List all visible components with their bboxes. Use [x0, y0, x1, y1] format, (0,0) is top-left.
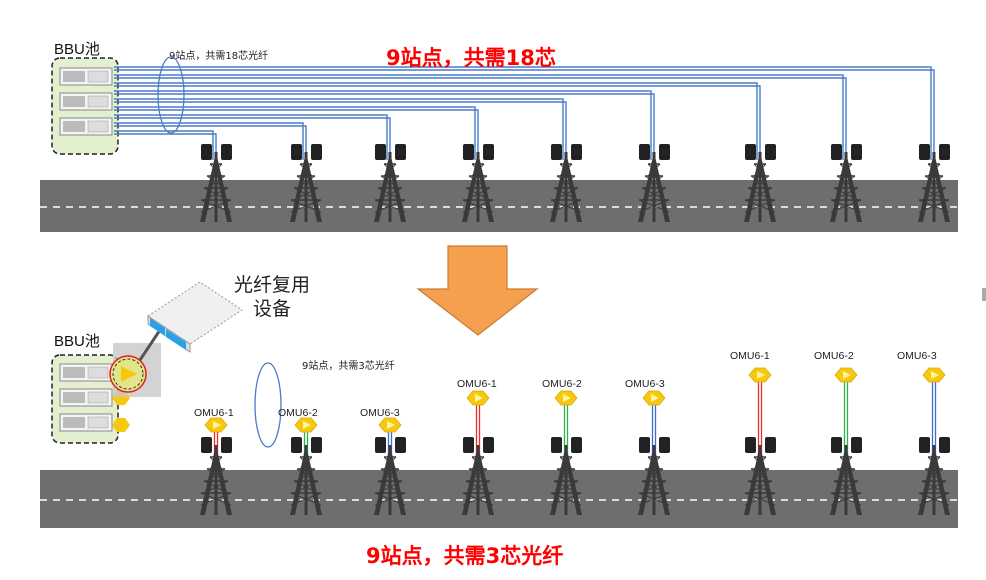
omu-node-icon	[378, 417, 402, 433]
fiber-core-line	[114, 106, 476, 160]
omu-node-icon	[748, 367, 772, 383]
bottom-road	[40, 470, 958, 528]
cell-tower-icon	[918, 437, 950, 515]
cell-tower-icon	[638, 437, 670, 515]
cell-tower-icon	[200, 437, 232, 515]
top-bundle-label: 9站点，共需18芯光纤	[169, 51, 269, 62]
top-bbu-pool-label: BBU池	[54, 41, 100, 58]
fiber-core-line	[114, 133, 217, 160]
cell-tower-icon	[918, 144, 950, 222]
fiber-core-line	[114, 74, 844, 160]
fiber-core-line	[114, 130, 214, 160]
top-road	[40, 180, 958, 232]
omu-node-icon	[554, 390, 578, 406]
omu-label: OMU6-1	[194, 407, 234, 419]
fiber-core-line	[114, 109, 479, 160]
fiber-core-line	[114, 93, 655, 160]
fiber-core-line	[114, 101, 567, 160]
cell-tower-icon	[374, 437, 406, 515]
fiber-mux-device-icon	[147, 281, 243, 353]
fiber-core-line	[114, 114, 388, 160]
bottom-bundle-label: 9站点，共需3芯光纤	[302, 361, 395, 372]
cell-tower-icon	[462, 437, 494, 515]
fiber-core-line	[114, 98, 564, 160]
fiber-core-line	[114, 90, 652, 160]
cell-tower-icon	[374, 144, 406, 222]
bbu-unit-icon	[59, 67, 113, 86]
omu-node-icon	[204, 417, 228, 433]
top-headline: 9站点，共需18芯	[386, 46, 556, 70]
mux-yellow-icon	[121, 366, 137, 382]
omu-node-icon	[294, 417, 318, 433]
omu-label: OMU6-1	[730, 350, 770, 362]
mux-device-label: 光纤复用 设备	[227, 273, 317, 321]
bbu-unit-icon	[59, 117, 113, 136]
fiber-core-line	[114, 82, 758, 160]
fiber-core-line	[114, 85, 761, 160]
cell-tower-icon	[744, 437, 776, 515]
omu-node-icon	[466, 390, 490, 406]
top-diagram-canvas	[40, 56, 958, 232]
omu-label: OMU6-3	[897, 350, 937, 362]
fiber-core-line	[114, 117, 391, 160]
bbu-unit-icon	[59, 413, 113, 432]
bottom-bbu-pool-label: BBU池	[54, 333, 100, 350]
cell-tower-icon	[462, 144, 494, 222]
pool-omu-icon	[112, 418, 130, 432]
omu-label: OMU6-3	[360, 407, 400, 419]
bottom-headline: 9站点，共需3芯光纤	[366, 544, 564, 568]
fiber-core-line	[114, 77, 847, 160]
bottom-bundle-ellipse	[254, 362, 282, 448]
cell-tower-icon	[830, 144, 862, 222]
omu-label: OMU6-3	[625, 378, 665, 390]
cell-tower-icon	[830, 437, 862, 515]
fiber-core-line	[114, 66, 932, 160]
omu-node-icon	[834, 367, 858, 383]
cell-tower-icon	[290, 144, 322, 222]
omu-label: OMU6-1	[457, 378, 497, 390]
fiber-core-line	[114, 122, 304, 160]
omu-node-icon	[922, 367, 946, 383]
omu-label: OMU6-2	[278, 407, 318, 419]
bbu-unit-icon	[59, 363, 113, 382]
mux-device-label-line1: 光纤复用	[233, 274, 310, 296]
top-bundle-ellipse	[157, 56, 185, 134]
fiber-core-line	[114, 69, 935, 160]
cell-tower-icon	[550, 437, 582, 515]
cell-tower-icon	[744, 144, 776, 222]
omu-label: OMU6-2	[542, 378, 582, 390]
mux-device-label-line2: 设备	[252, 298, 291, 320]
bbu-unit-icon	[59, 92, 113, 111]
cell-tower-icon	[550, 144, 582, 222]
cell-tower-icon	[638, 144, 670, 222]
top-scenario: BBU池 9站点，共需18芯光纤 9站点，共需18芯	[0, 0, 986, 240]
omu-node-icon	[642, 390, 666, 406]
cell-tower-icon	[200, 144, 232, 222]
omu-label: OMU6-2	[814, 350, 854, 362]
bbu-unit-icon	[59, 388, 113, 407]
magnifier-handle	[138, 329, 162, 361]
cell-tower-icon	[290, 437, 322, 515]
